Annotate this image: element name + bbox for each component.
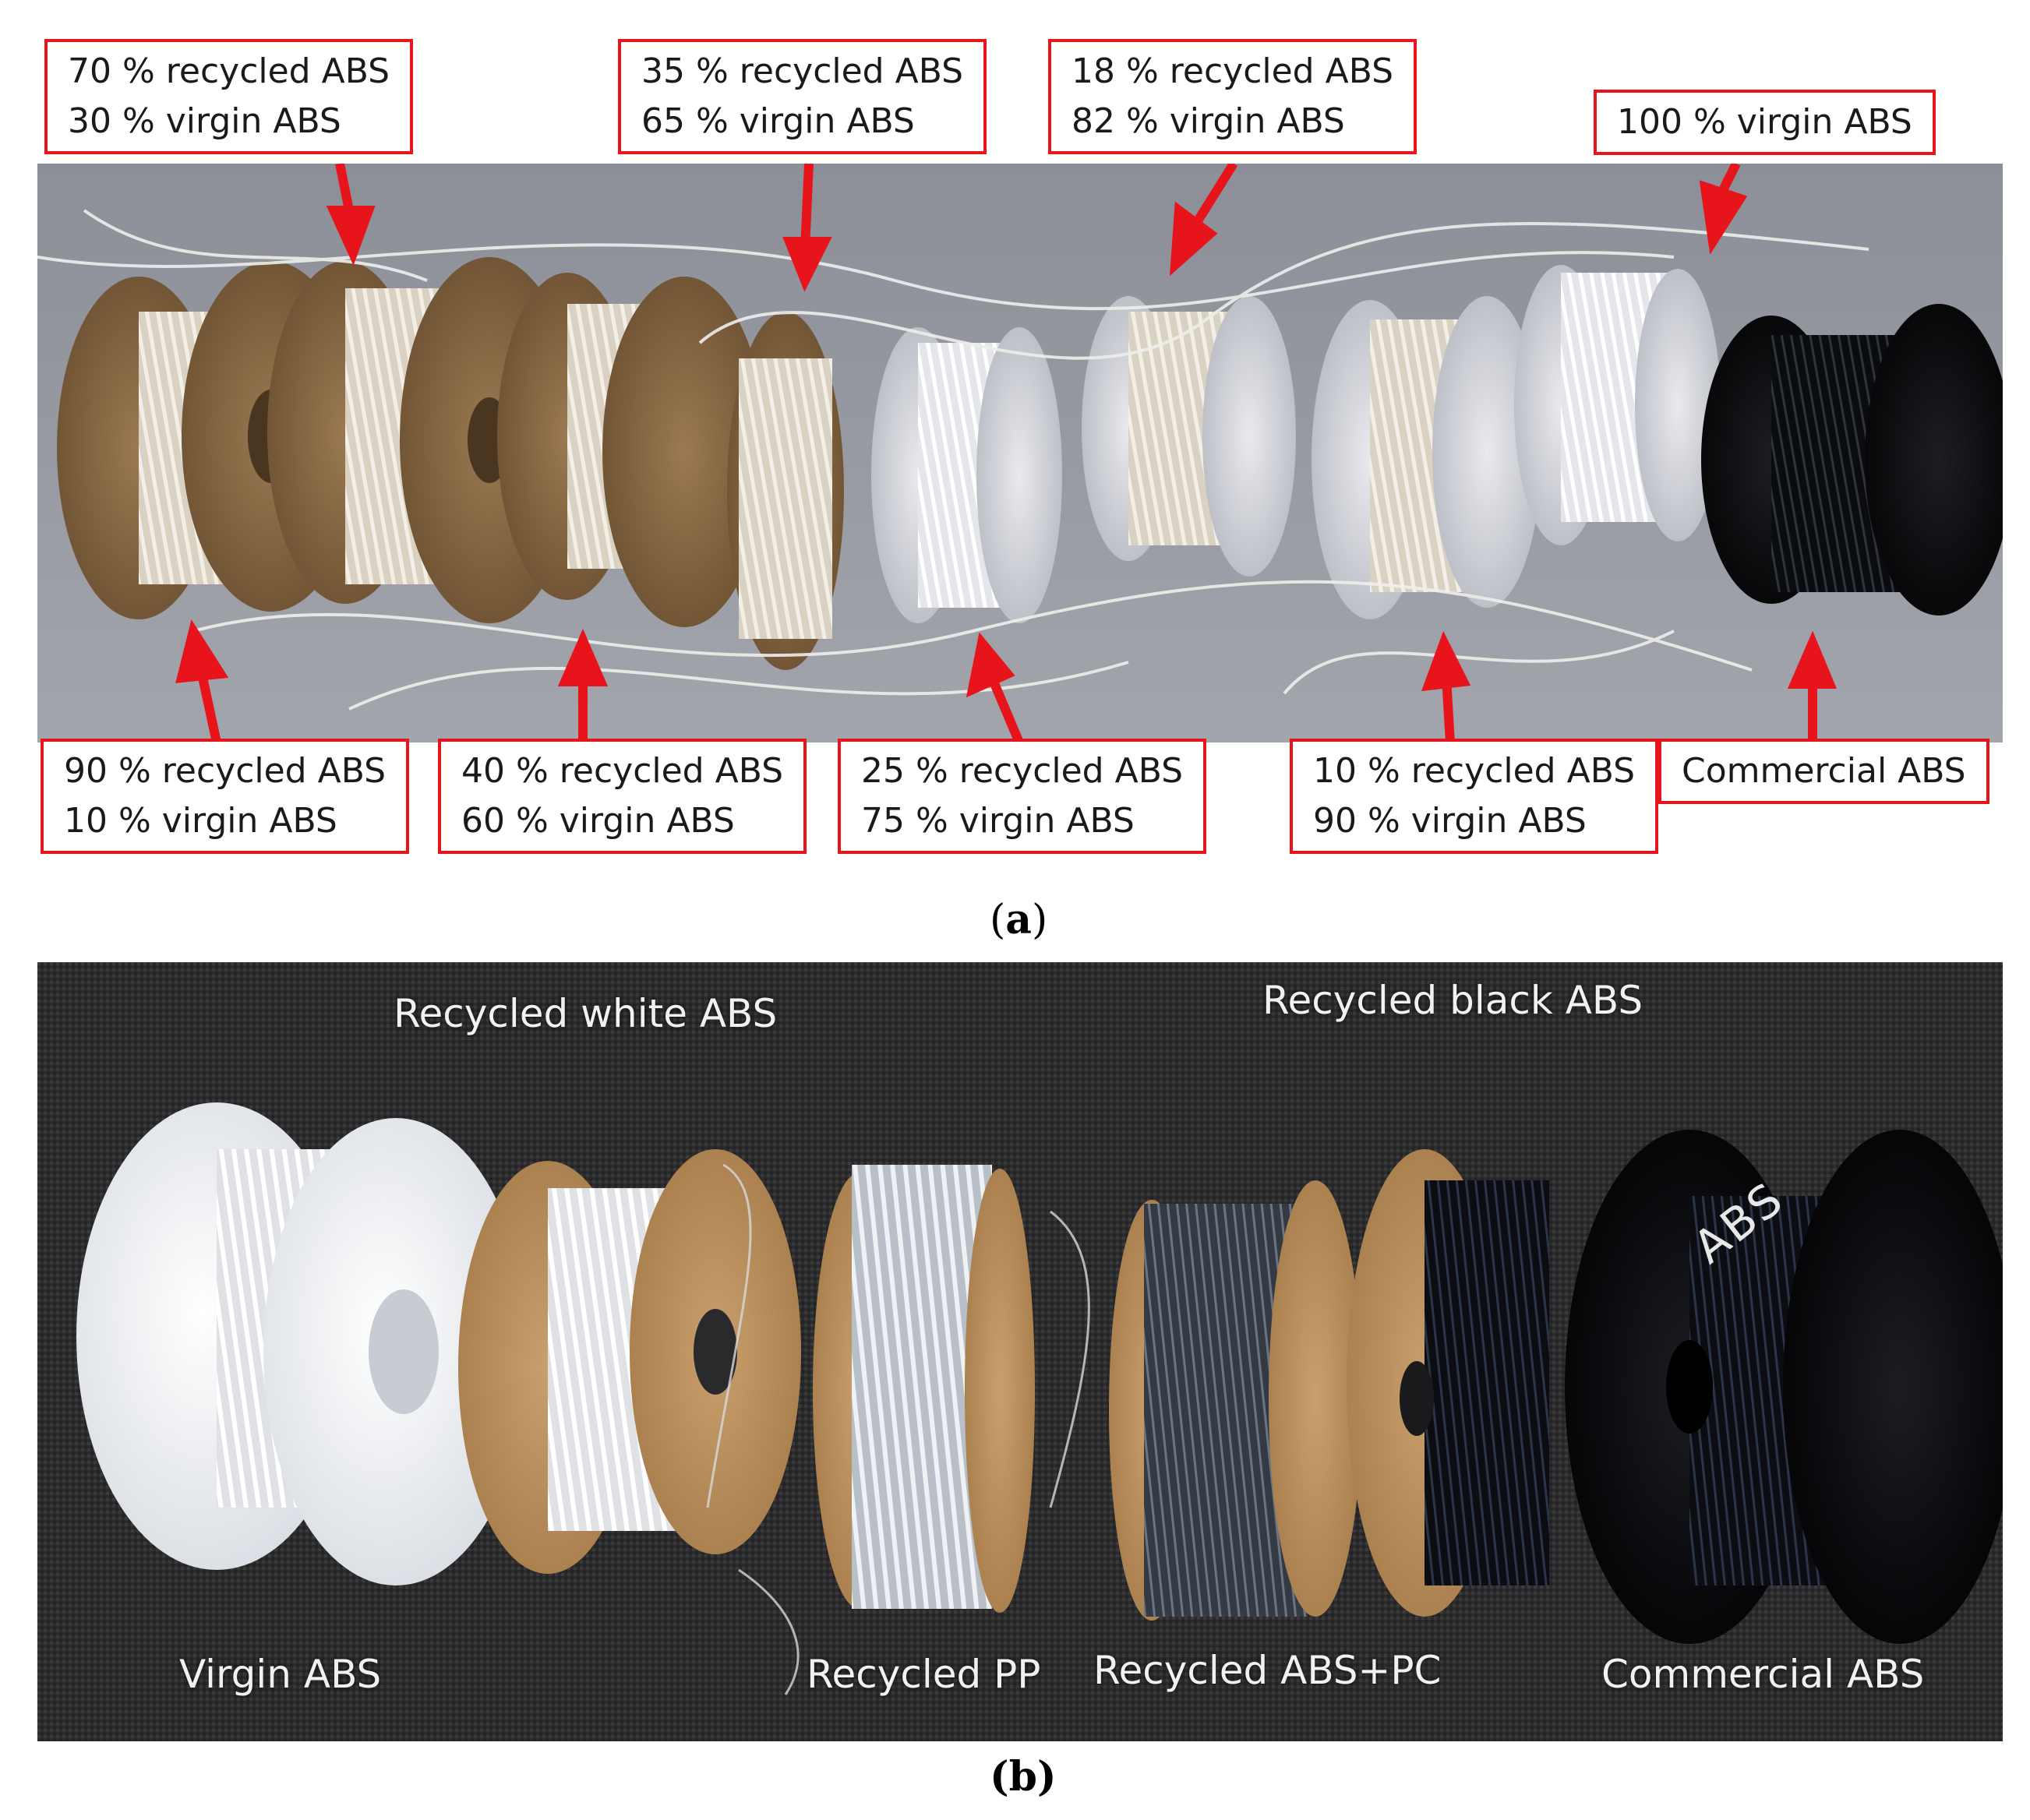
label-line: 25 % recycled ABS — [861, 751, 1184, 791]
caption-a: (a) — [990, 896, 1048, 944]
label-100-virgin: 100 % virgin ABS — [1594, 90, 1936, 155]
label-40-recycled: 40 % recycled ABS 60 % virgin ABS — [438, 739, 807, 854]
label-70-recycled: 70 % recycled ABS 30 % virgin ABS — [44, 39, 414, 154]
label-line: 90 % recycled ABS — [64, 751, 387, 791]
label-line: 90 % virgin ABS — [1313, 801, 1587, 841]
spool-recycled-pp — [813, 1165, 1035, 1613]
label-line: 82 % virgin ABS — [1071, 101, 1345, 141]
filament-spools-photo-a — [37, 164, 2003, 742]
label-line: 60 % virgin ABS — [461, 801, 735, 841]
label-18-recycled: 18 % recycled ABS 82 % virgin ABS — [1048, 39, 1417, 154]
label-commercial-abs: Commercial ABS — [1658, 739, 1989, 804]
spool-recycled-white-abs — [458, 1149, 801, 1574]
spool-100-virgin — [1514, 265, 1721, 545]
label-line: 10 % virgin ABS — [64, 801, 337, 841]
label-virgin-abs: Virgin ABS — [179, 1652, 382, 1697]
label-recycled-pp: Recycled PP — [807, 1652, 1041, 1697]
photo-panel-b — [37, 962, 2003, 1741]
spool-virgin-abs — [76, 1102, 528, 1585]
label-line: 70 % recycled ABS — [68, 51, 390, 91]
label-recycled-black-abs: Recycled black ABS — [1262, 978, 1643, 1023]
spool-18-recycled — [1082, 296, 1296, 577]
spool-recycled-black-abs — [1347, 1149, 1549, 1617]
label-35-recycled: 35 % recycled ABS 65 % virgin ABS — [618, 39, 987, 154]
label-line: 40 % recycled ABS — [461, 751, 784, 791]
label-commercial-abs-b: Commercial ABS — [1601, 1652, 1925, 1697]
label-line: 10 % recycled ABS — [1313, 751, 1636, 791]
label-recycled-white-abs: Recycled white ABS — [394, 991, 778, 1036]
spool-10-recycled — [1312, 296, 1541, 619]
label-25-recycled: 25 % recycled ABS 75 % virgin ABS — [838, 739, 1207, 854]
filament-spools-photo-b — [37, 962, 2003, 1741]
spool-commercial-abs — [1565, 1130, 2003, 1644]
label-10-recycled: 10 % recycled ABS 90 % virgin ABS — [1290, 739, 1659, 854]
arrows-top — [326, 164, 1748, 292]
spool-commercial — [1701, 304, 2003, 615]
label-line: 35 % recycled ABS — [641, 51, 964, 91]
label-recycled-abs-pc: Recycled ABS+PC — [1093, 1648, 1442, 1693]
label-90-recycled: 90 % recycled ABS 10 % virgin ABS — [41, 739, 410, 854]
label-line: 100 % virgin ABS — [1617, 102, 1912, 142]
label-line: 65 % virgin ABS — [641, 101, 915, 141]
spool-recycled-abs-pc — [1109, 1180, 1362, 1621]
spool-35-recycled — [727, 312, 844, 670]
caption-b: (b) — [990, 1753, 1057, 1801]
loose-filament — [37, 209, 1869, 711]
label-line: Commercial ABS — [1682, 751, 1966, 791]
loose-filament — [706, 1163, 1090, 1695]
spool-25-recycled — [871, 327, 1062, 623]
photo-panel-a — [37, 164, 2003, 742]
label-line: 75 % virgin ABS — [861, 801, 1135, 841]
caption-letter: a — [1005, 896, 1032, 944]
spool-40-recycled — [497, 273, 766, 627]
label-line: 18 % recycled ABS — [1071, 51, 1394, 91]
arrows-bottom — [175, 619, 1837, 742]
label-line: 30 % virgin ABS — [68, 101, 341, 141]
